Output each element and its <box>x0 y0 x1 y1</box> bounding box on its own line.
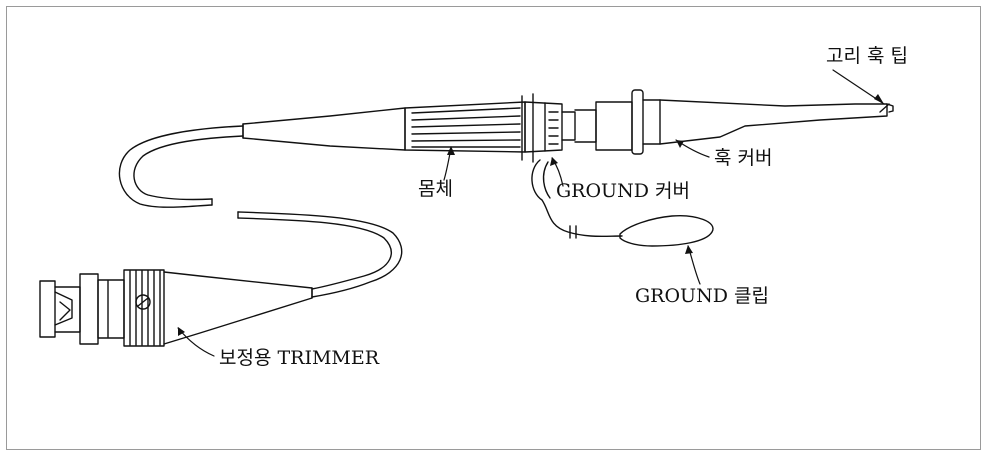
ground-lead <box>531 159 623 239</box>
hook-cover-shape <box>642 99 894 145</box>
body-label: 몸체 <box>418 178 453 200</box>
probe-cable-upper <box>118 125 244 208</box>
leader-lines <box>177 69 885 357</box>
trimmer-label: 보정용 TRIMMER <box>219 347 380 369</box>
bnc-connector <box>39 269 313 347</box>
probe-body <box>242 89 644 163</box>
hook-cover-label: 훅 커버 <box>714 147 773 169</box>
hook-tip-label: 고리 훅 팁 <box>826 45 908 67</box>
arrow-heads <box>178 94 884 336</box>
probe-cable-lower <box>237 211 403 298</box>
ground-clip-label: GROUND 클립 <box>635 285 769 307</box>
ground-clip-shape <box>619 215 714 247</box>
ground-cover-label: GROUND 커버 <box>556 180 690 202</box>
figure-frame <box>6 6 981 450</box>
